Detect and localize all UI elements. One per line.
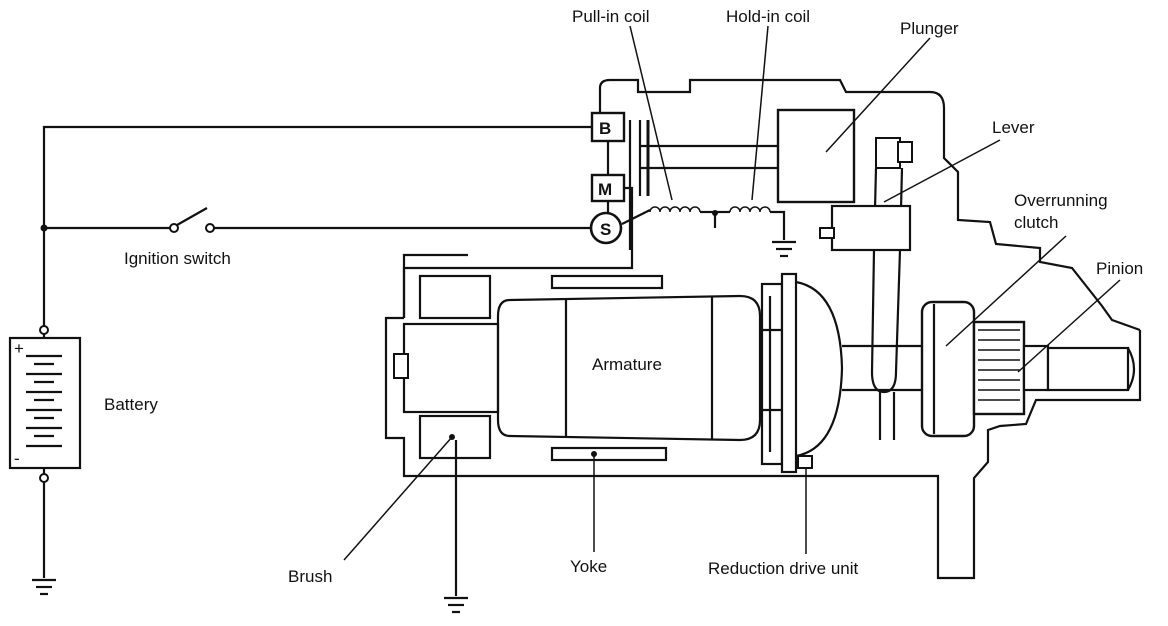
terminal-s-label: S xyxy=(600,220,611,239)
brush-ground-icon xyxy=(444,596,468,614)
armature xyxy=(496,294,762,442)
ignition-switch-label: Ignition switch xyxy=(124,249,231,268)
lever-label: Lever xyxy=(992,118,1035,137)
lever xyxy=(819,137,913,440)
terminal-m-label: M xyxy=(598,180,612,199)
brush-label: Brush xyxy=(288,567,332,586)
pinion xyxy=(972,320,1136,416)
brush-holders xyxy=(393,274,500,596)
coil-ground-icon xyxy=(772,240,796,258)
output-shaft xyxy=(842,344,930,392)
pinion-label: Pinion xyxy=(1096,259,1143,278)
hold-in-coil xyxy=(713,206,786,240)
overrunning-clutch-label-line1: Overrunning xyxy=(1014,191,1108,210)
leader-lines xyxy=(343,25,1121,561)
battery-wiring xyxy=(40,125,592,326)
armature-label: Armature xyxy=(592,355,662,374)
yoke xyxy=(550,274,668,462)
battery-plus-sign: + xyxy=(14,339,24,358)
pull-in-coil xyxy=(621,206,718,225)
overrunning-clutch xyxy=(920,300,976,438)
terminal-b-label: B xyxy=(599,119,611,138)
battery-minus-sign: - xyxy=(14,449,20,468)
plunger-label: Plunger xyxy=(900,19,959,38)
plunger xyxy=(638,108,856,204)
battery-label: Battery xyxy=(104,395,158,414)
reduction-drive-unit xyxy=(760,272,844,474)
battery xyxy=(8,325,82,578)
pull-in-coil-label: Pull-in coil xyxy=(572,7,649,26)
battery-ground-icon xyxy=(32,578,56,596)
reduction-drive-unit-label: Reduction drive unit xyxy=(708,559,859,578)
terminal-s xyxy=(589,211,623,245)
hold-in-coil-label: Hold-in coil xyxy=(726,7,810,26)
ignition-switch xyxy=(169,207,215,233)
starter-housing xyxy=(384,78,1142,580)
overrunning-clutch-label-line2: clutch xyxy=(1014,213,1058,232)
yoke-label: Yoke xyxy=(570,557,607,576)
